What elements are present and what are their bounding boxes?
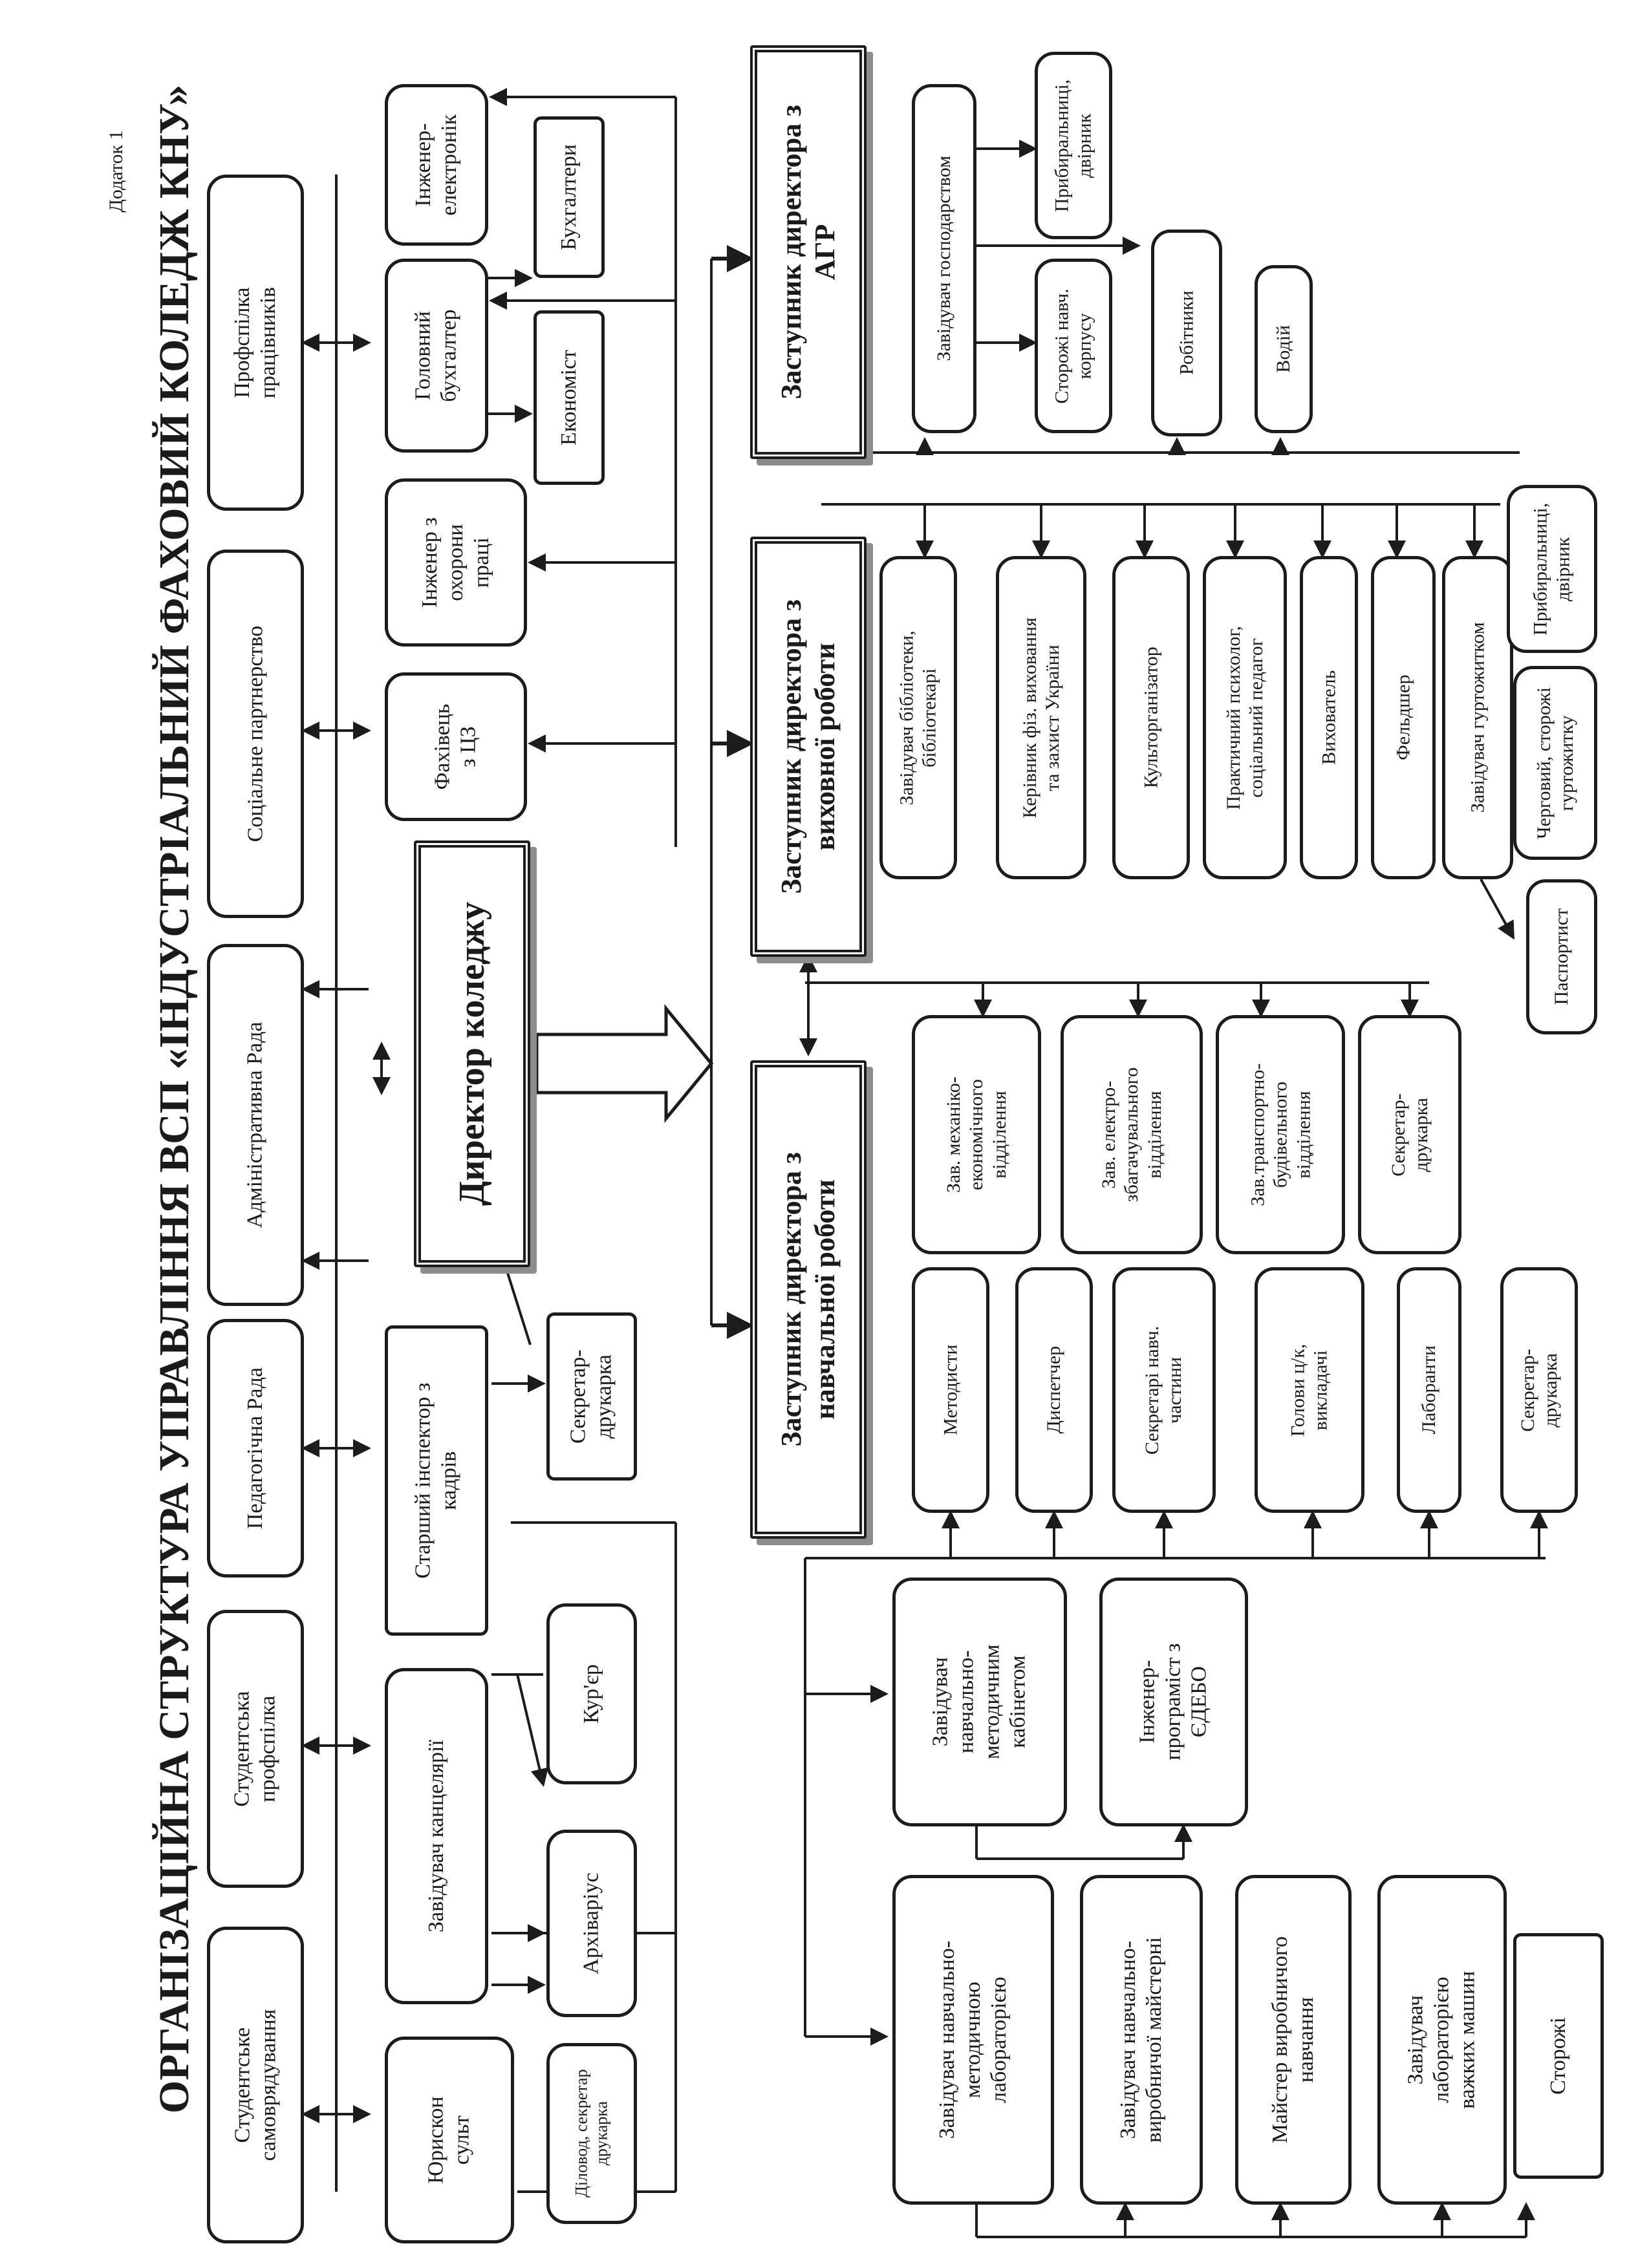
node-workers: Робітники <box>1151 230 1222 436</box>
node-commission-heads: Голови ц/к, викладачі <box>1255 1267 1364 1513</box>
node-economist: Економіст <box>534 310 605 485</box>
node-accountants: Бухгалтери <box>534 116 605 278</box>
node-cleaners: Прибиральниці, двірник <box>1035 52 1112 239</box>
node-partnership: Соціальне партнерство <box>207 550 304 918</box>
node-production-master: Майстер виробничого навчання <box>1235 1875 1352 2205</box>
node-dept-mech: Зав. механіко- економічного відділення <box>912 1015 1041 1254</box>
node-driver: Водій <box>1255 265 1313 433</box>
node-watchmen: Сторожі <box>1513 1933 1604 2179</box>
node-housekeeping-head: Завідувач господарством <box>912 84 976 433</box>
node-courier: Кур'єр <box>546 1603 637 1784</box>
node-deputy-agr: Заступник директора з АГР <box>750 45 867 459</box>
node-engineer-electronics: Інженер- електронік <box>385 84 488 246</box>
node-heavy-lab: Завідувач лабораторією важких машин <box>1377 1875 1507 2205</box>
node-safety-engineer: Інженер з охорони праці <box>385 478 527 647</box>
node-psychologist: Практичний психолог, соціальний педагог <box>1203 556 1287 879</box>
appendix-label: Додаток 1 <box>105 130 127 213</box>
node-dept-elec: Зав. електро- збагачувального відділення <box>1061 1015 1203 1254</box>
node-dispatcher: Диспетчер <box>1015 1267 1093 1513</box>
node-dorm-guards: Черговий, сторожі гуртожитку <box>1513 666 1597 860</box>
node-culture-organizer: Культорганізатор <box>1112 556 1190 879</box>
node-clerk: Діловод, секретар друкарка <box>546 2043 637 2224</box>
node-dept-transport: Зав.транспортно- будівельного відділення <box>1216 1015 1345 1254</box>
node-deputy-academic: Заступник директора з навчальної роботи <box>750 1060 867 1539</box>
node-guards: Сторожі навч. корпусу <box>1035 259 1112 433</box>
node-dorm-cleaners: Прибиральниці, двірник <box>1507 485 1597 653</box>
node-tutor: Вихователь <box>1300 556 1358 879</box>
node-ped-council: Педагогічна Рада <box>207 1319 304 1578</box>
node-pe-head: Керівник фіз. виховання та захист Україн… <box>996 556 1086 879</box>
node-engineer-programmer: Інженер- програміст з ЄДЕБО <box>1099 1578 1248 1826</box>
node-secretaries: Секретарі навч. частини <box>1112 1267 1216 1513</box>
node-student-union: Студентська профспілка <box>207 1610 304 1888</box>
node-deputy-educational: Заступник директора з виховної роботи <box>750 537 867 957</box>
node-civil-defense: Фахівець з ЦЗ <box>385 672 527 821</box>
node-librarian: Завідувач бібліотеки, бібліотекарі <box>879 556 957 879</box>
node-legal: Юрискон сульт <box>385 2037 514 2243</box>
node-secretary-typist2: Секретар- друкарка <box>1500 1267 1578 1513</box>
node-chief-accountant: Головний бухгалтер <box>385 259 488 453</box>
node-hr-inspector: Старший інспектор з кадрів <box>385 1325 488 1636</box>
node-secretary-typist: Секретар- друкарка <box>1358 1015 1461 1254</box>
node-director: Директор коледжу <box>414 840 530 1267</box>
node-union: Профспілка працівників <box>207 175 304 511</box>
node-method-lab: Завідувач навчально- методичною лаборато… <box>892 1875 1054 2205</box>
node-workshop-head: Завідувач навчально- виробничої майстерн… <box>1080 1875 1203 2205</box>
node-medic: Фельдшер <box>1371 556 1436 879</box>
node-passport-officer: Паспортист <box>1526 879 1597 1034</box>
node-admin-council: Адміністративна Рада <box>207 944 304 1306</box>
node-archivist: Архіваріус <box>546 1830 637 2017</box>
node-self-government: Студентське самоврядування <box>207 1927 304 2243</box>
page-title: ОРГАНІЗАЦІЙНА СТРУКТУРА УПРАВЛІННЯ ВСП «… <box>151 84 198 2114</box>
node-office-head: Завідувач канцелярії <box>385 1668 488 2004</box>
node-methodists: Методисти <box>912 1267 989 1513</box>
node-dorm-head: Завідувач гуртожитком <box>1442 556 1513 879</box>
node-lab-assistants: Лаборанти <box>1397 1267 1461 1513</box>
node-method-office: Завідувач навчально- методичним кабінето… <box>892 1578 1067 1826</box>
node-hr-secretary: Секретар- друкарка <box>546 1312 637 1481</box>
